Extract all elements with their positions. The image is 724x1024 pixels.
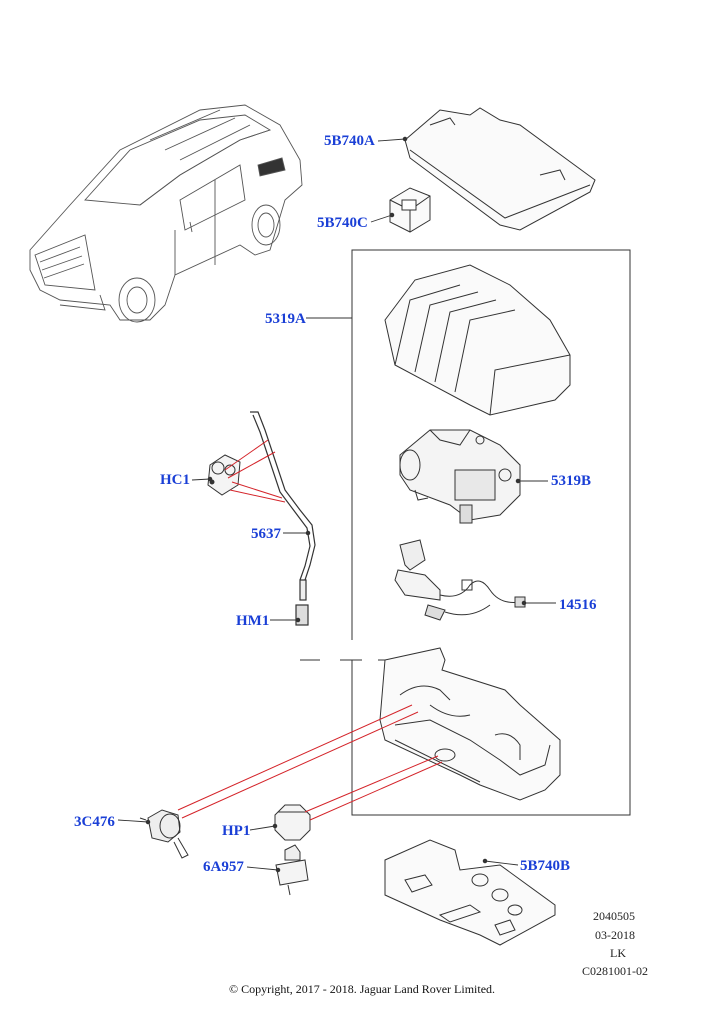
isolator-hp1-illustration xyxy=(274,804,311,841)
clip-5b740c-illustration xyxy=(389,187,431,233)
compressor-cover-5319a-illustration xyxy=(384,264,571,416)
callout-5b740c[interactable]: 5B740C xyxy=(317,215,368,231)
copyright-notice: © Copyright, 2017 - 2018. Jaguar Land Ro… xyxy=(228,982,496,996)
base-tray-illustration xyxy=(379,647,561,801)
drawing-date: 03-2018 xyxy=(595,928,635,942)
callout-5637[interactable]: 5637 xyxy=(251,526,281,542)
sensor-3c476-illustration xyxy=(139,809,189,859)
clip-hc1-illustration xyxy=(207,454,241,496)
callout-5319b[interactable]: 5319B xyxy=(551,473,592,489)
callout-14516[interactable]: 14516 xyxy=(559,597,597,613)
callout-5319a[interactable]: 5319A xyxy=(265,311,306,327)
cover-5b740a-illustration xyxy=(404,107,596,231)
drawing-author: LK xyxy=(610,946,626,960)
leader-lines xyxy=(117,136,556,873)
callout-hm1[interactable]: HM1 xyxy=(236,613,270,629)
red-leader-lines xyxy=(177,439,443,821)
callout-hc1[interactable]: HC1 xyxy=(160,472,190,488)
callout-6a957[interactable]: 6A957 xyxy=(203,859,244,875)
callout-3c476[interactable]: 3C476 xyxy=(74,814,115,830)
mount-6a957-illustration xyxy=(275,844,309,896)
pipe-5637-illustration xyxy=(250,411,316,626)
callout-5b740a[interactable]: 5B740A xyxy=(324,133,375,149)
assembly-bracket-frame xyxy=(351,249,631,816)
callout-hp1[interactable]: HP1 xyxy=(222,823,251,839)
pad-5b740b-illustration xyxy=(384,839,556,946)
drawing-number: 2040505 xyxy=(593,909,635,923)
drawing-code: C0281001-02 xyxy=(582,964,648,978)
compressor-5319b-illustration xyxy=(399,429,521,524)
harness-14516-illustration xyxy=(394,539,526,621)
callout-5b740b[interactable]: 5B740B xyxy=(520,858,571,874)
vehicle-illustration xyxy=(29,104,303,323)
